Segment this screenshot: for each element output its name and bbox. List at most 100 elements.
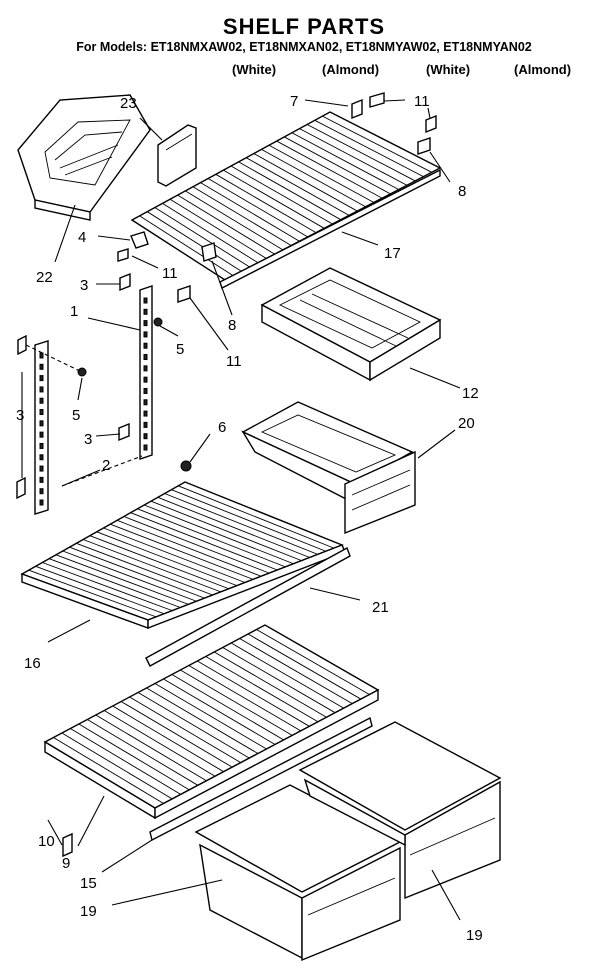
rail-slot: [143, 320, 148, 327]
rail-slot: [39, 375, 44, 382]
rail-slot: [143, 376, 148, 383]
rail-slot: [143, 444, 148, 451]
shelf-rib: [157, 496, 310, 558]
rail-slot: [39, 386, 44, 393]
rail-slot: [143, 308, 148, 315]
small-hardware: [16, 92, 437, 858]
callout-12: 12: [462, 385, 479, 402]
shelf-rib: [96, 531, 238, 587]
callout-9: 9: [62, 855, 70, 872]
shelf-rib: [55, 554, 189, 605]
cover-rib: [104, 710, 216, 777]
shelf-rib: [62, 550, 197, 602]
rail-slot: [143, 297, 148, 304]
shelf-wire: [162, 203, 259, 264]
rail-slot: [39, 420, 44, 427]
callout-8-mid: 8: [228, 317, 236, 334]
part-2-rail: [34, 340, 49, 515]
cover-rib: [163, 678, 276, 745]
callout-5-left: 5: [72, 407, 80, 424]
shelf-rib: [28, 569, 157, 618]
shelf-rib: [137, 508, 286, 568]
rail-slot: [39, 499, 44, 506]
shelf-wire: [261, 148, 366, 208]
cover-rib: [129, 696, 241, 764]
rail-slot: [143, 433, 148, 440]
cover-rib: [188, 665, 302, 732]
part-21-trim: [145, 546, 351, 667]
part-20-deli-drawer: [241, 401, 416, 535]
cover-rib: [239, 638, 353, 705]
variant-label-3: (White): [426, 62, 471, 77]
callout-19-left: 19: [80, 903, 97, 920]
callout-16: 16: [24, 655, 41, 672]
shelf-rib: [116, 519, 262, 577]
shelf-rib: [82, 539, 221, 593]
callout-21: 21: [372, 599, 389, 616]
cover-rib: [53, 737, 164, 804]
cover-rib: [70, 728, 181, 795]
shelf-wire: [223, 169, 325, 229]
rail-slot: [39, 363, 44, 370]
shelf-rib: [144, 504, 294, 565]
callout-numbers: 23 7 11 8 17 4 11 22 3 1 8 5 11 12 3 5 6…: [16, 93, 483, 944]
rail-slot: [39, 409, 44, 416]
shelf-wire: [230, 165, 333, 225]
shelf-wire: [253, 153, 358, 212]
shelf-rib: [89, 535, 229, 590]
shelf-wire: [322, 115, 432, 173]
callout-1: 1: [70, 303, 78, 320]
cover-rib: [256, 629, 370, 695]
shelf-wire: [306, 124, 416, 182]
shelf-rib: [76, 542, 213, 596]
callout-8-top: 8: [458, 183, 466, 200]
rail-slot: [39, 442, 44, 449]
cover-rib: [112, 705, 224, 773]
shelf-rib: [42, 562, 173, 612]
callout-20: 20: [458, 415, 475, 432]
shelf-wire: [284, 136, 391, 195]
cover-rib: [205, 656, 319, 723]
rail-slot: [143, 342, 148, 349]
shelf-rib: [110, 523, 254, 580]
leader-lines: [21, 99, 461, 921]
part-23-clip: [157, 124, 197, 187]
callout-2: 2: [102, 457, 110, 474]
variant-label-4: (Almond): [514, 62, 572, 77]
shelf-rib: [49, 558, 181, 608]
callout-3-lower: 3: [84, 431, 92, 448]
cover-rib: [154, 683, 267, 750]
shelf-wire: [177, 194, 275, 255]
shelf-wire: [291, 132, 399, 190]
part-12-snack-pan: [260, 267, 442, 382]
shelf-wire: [139, 215, 234, 277]
shelf-rib: [103, 527, 246, 583]
part-19-crisper-right: [298, 721, 502, 900]
shelf-wire: [192, 186, 292, 246]
callout-22: 22: [36, 269, 53, 286]
shelf-rib: [35, 565, 165, 615]
callout-10: 10: [38, 833, 55, 850]
shelf-wire: [154, 207, 251, 268]
part-16-glass-shelf: [20, 481, 346, 630]
rail-slot: [143, 365, 148, 372]
callout-11-top: 11: [414, 93, 430, 110]
shelf-wire: [238, 161, 341, 221]
cover-rib: [180, 669, 293, 736]
cover-rib: [197, 660, 310, 727]
rail-slot: [39, 488, 44, 495]
shelf-wire: [299, 128, 408, 186]
rail-slot: [39, 465, 44, 472]
cover-rib: [61, 732, 173, 800]
part-15-trim: [149, 716, 373, 842]
rail-slot: [143, 399, 148, 406]
shelf-wire: [169, 198, 267, 259]
shelf-wire: [246, 157, 350, 216]
rail-slot: [39, 454, 44, 461]
shelf-wire: [268, 144, 375, 203]
part-9-crisper-cover: [43, 624, 380, 820]
shelf-wire: [276, 140, 383, 199]
rail-slot: [39, 397, 44, 404]
callout-3-upper: 3: [80, 277, 88, 294]
